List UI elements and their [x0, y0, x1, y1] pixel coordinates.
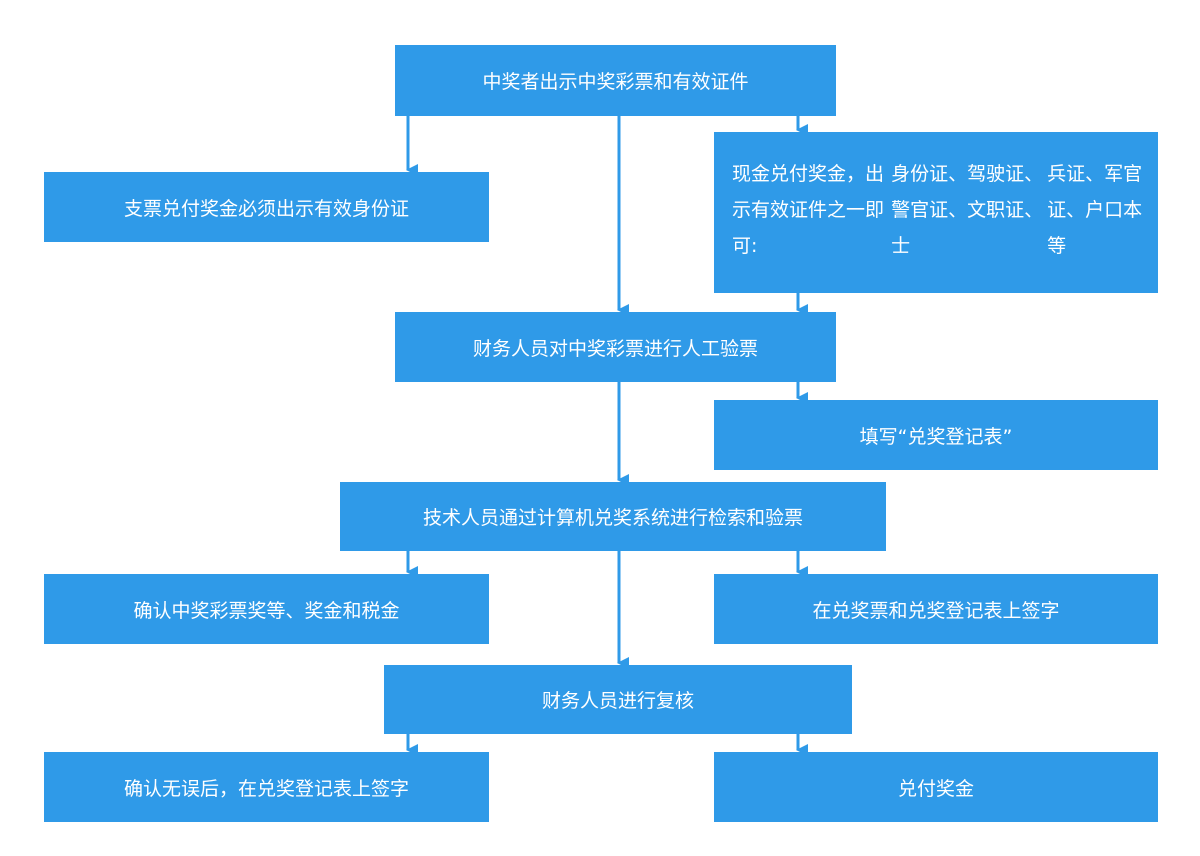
fill-register-form: 填写“兑奖登记表”	[714, 400, 1158, 470]
step-review: 财务人员进行复核	[384, 665, 852, 734]
cash-line-3: 兵证、军官证、户口本等	[1047, 163, 1143, 257]
cash-requirement: 现金兑付奖金，出示有效证件之一即可: 身份证、驾驶证、警官证、文职证、士 兵证、…	[714, 132, 1158, 293]
cash-line-2: 身份证、驾驶证、警官证、文职证、士	[891, 163, 1044, 257]
sign-after-confirm: 确认无误后，在兑奖登记表上签字	[44, 752, 489, 822]
sign-ticket-register: 在兑奖票和兑奖登记表上签字	[714, 574, 1158, 644]
step-present-ticket: 中奖者出示中奖彩票和有效证件	[395, 45, 836, 116]
pay-prize: 兑付奖金	[714, 752, 1158, 822]
cheque-requirement: 支票兑付奖金必须出示有效身份证	[44, 172, 489, 242]
step-manual-verify: 财务人员对中奖彩票进行人工验票	[395, 312, 836, 382]
cash-line-1: 现金兑付奖金，出示有效证件之一即可:	[732, 163, 885, 257]
step-system-verify: 技术人员通过计算机兑奖系统进行检索和验票	[340, 482, 886, 551]
confirm-prize-amount: 确认中奖彩票奖等、奖金和税金	[44, 574, 489, 644]
